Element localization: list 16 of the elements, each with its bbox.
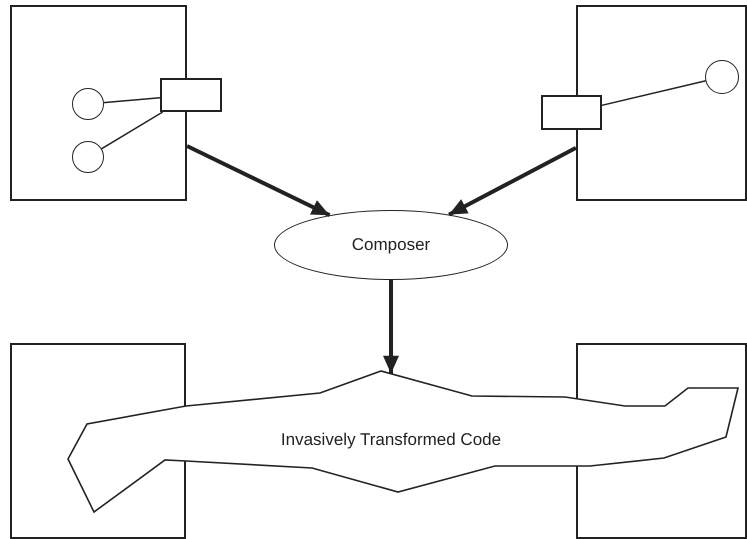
module-box (10, 5, 187, 201)
connector-line (101, 111, 164, 150)
connector-line (104, 96, 160, 104)
ellipse-node: Composer (274, 210, 508, 280)
shape-label: Invasively Transformed Code (280, 430, 502, 450)
module-box (576, 5, 747, 201)
circle-node (72, 141, 104, 173)
connector-line (602, 80, 706, 106)
arrow (186, 144, 330, 217)
arrow (383, 280, 399, 374)
code-region-shape (68, 371, 738, 512)
port-box (160, 78, 222, 112)
arrow (448, 146, 577, 216)
circle-node (705, 60, 739, 94)
circle-node (72, 88, 104, 120)
port-box (541, 95, 602, 130)
